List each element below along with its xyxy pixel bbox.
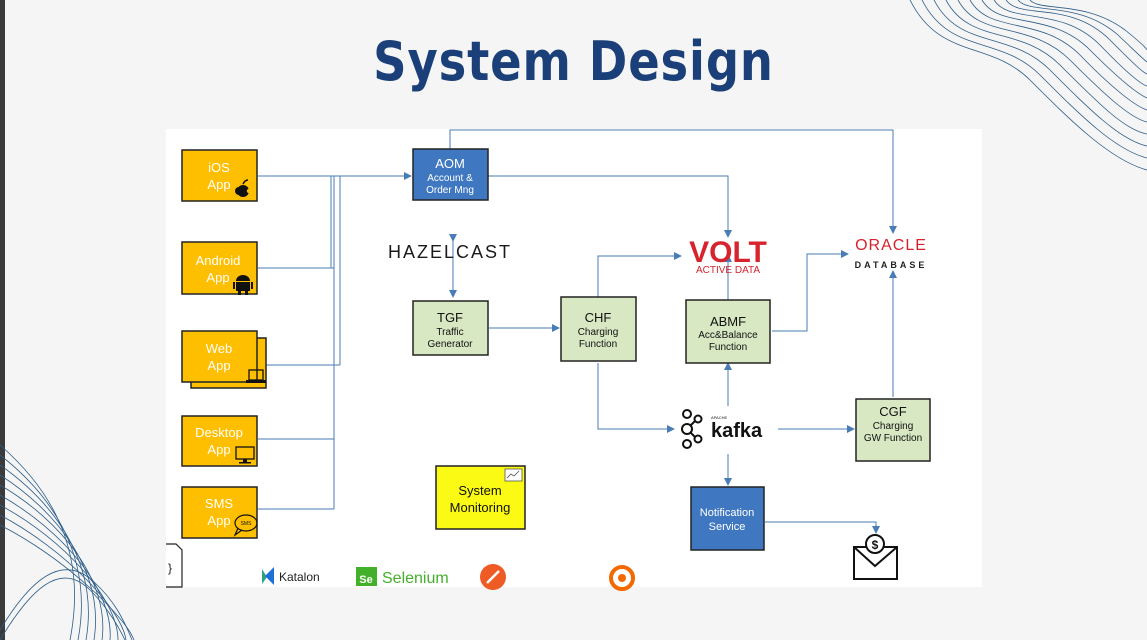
client-trunk [330,176,341,509]
kafka-logo: APACHE kafka [681,409,763,449]
hazelcast-logo: HAZELCAST [388,242,512,262]
client-web-box: Web App [181,330,267,389]
document-icon: } [166,543,183,588]
chf-node: CHF Charging Function [560,296,637,362]
kafka-icon [681,409,703,449]
chf-title: CHF [585,310,612,325]
arrow-abmf-oracle [772,250,849,332]
apple-icon [235,179,252,197]
arrow-chf-kafka [597,363,675,433]
tgf-node: TGF Traffic Generator [412,300,489,356]
tgf-title: TGF [437,310,463,325]
kafka-name: kafka [711,420,763,442]
katalon-name: Katalon [279,570,320,584]
client-label: App [207,358,230,373]
svg-text:$: $ [872,538,879,552]
client-label: App [207,513,230,528]
kafka-apache-label: APACHE [711,415,727,420]
client-label: App [206,270,229,285]
wave-decoration-bottom-left [0,444,135,640]
email-dollar-icon: $ [853,534,898,580]
client-label: iOS [208,160,230,175]
client-desktop-box: Desktop App [181,415,258,467]
tgf-subtitle: Traffic [436,327,463,338]
sms-badge-text: SMS [241,521,253,527]
cgf-title: CGF [879,404,907,419]
slide-title: System Design [373,30,774,93]
monitoring-label: System [458,483,501,498]
cgf-subtitle: GW Function [864,433,922,444]
notification-label: Service [709,521,746,533]
arrow-aom-oracle [449,129,897,234]
chf-subtitle: Function [579,339,617,350]
abmf-subtitle: Function [709,342,747,353]
connector-lines [258,129,897,534]
aom-subtitle: Order Mng [426,185,474,196]
abmf-subtitle: Acc&Balance [698,330,758,341]
laptop-icon [246,369,266,383]
aom-subtitle: Account & [427,173,473,184]
client-label: App [207,177,230,192]
client-label: SMS [205,496,234,511]
android-icon [233,275,253,295]
grafana-icon [609,565,635,591]
postman-icon [480,564,506,590]
tgf-subtitle: Generator [427,339,473,350]
diagram-panel: iOS App Android App Web App [166,129,982,591]
arrow-notification-email [765,521,880,534]
chf-subtitle: Charging [578,327,619,338]
client-label: Android [196,253,241,268]
client-sms-box: SMS App SMS [181,486,258,539]
sms-bubble-icon: SMS [233,514,258,537]
selenium-logo: Se Selenium [356,567,449,587]
oracle-subtitle: DATABASE [855,260,928,270]
arrow-aom-volt [482,172,732,238]
abmf-title: ABMF [710,314,746,329]
client-label: App [207,442,230,457]
abmf-node: ABMF Acc&Balance Function [685,299,771,364]
aom-node: AOM Account & Order Mng [412,148,489,201]
system-design-diagram: iOS App Android App Web App [166,129,931,591]
selenium-badge: Se [359,574,372,586]
client-ios-box: iOS App [181,149,258,202]
cgf-subtitle: Charging [873,421,914,432]
cgf-node: CGF Charging GW Function [855,398,931,462]
client-android-box: Android App [181,241,258,295]
volt-name: VOLT [689,236,767,269]
oracle-logo: ORACLE DATABASE [855,237,928,270]
volt-logo: VOLT ACTIVE DATA [689,236,767,276]
client-label: Web [206,341,233,356]
volt-subtitle: ACTIVE DATA [696,265,760,276]
selenium-name: Selenium [382,570,449,587]
monitor-icon [235,446,255,464]
system-monitoring-node: System Monitoring [435,465,526,530]
katalon-logo: Katalon [262,567,320,585]
notification-label: Notification [700,507,754,519]
monitoring-label: Monitoring [450,500,511,515]
notification-service-node: Notification Service [690,486,765,551]
aom-title: AOM [435,156,465,171]
client-label: Desktop [195,425,243,440]
arrow-chf-volt [597,252,682,297]
oracle-name: ORACLE [855,237,927,254]
svg-text:}: } [168,561,172,575]
dashboard-icon [504,468,523,482]
slide-edge [0,0,5,640]
